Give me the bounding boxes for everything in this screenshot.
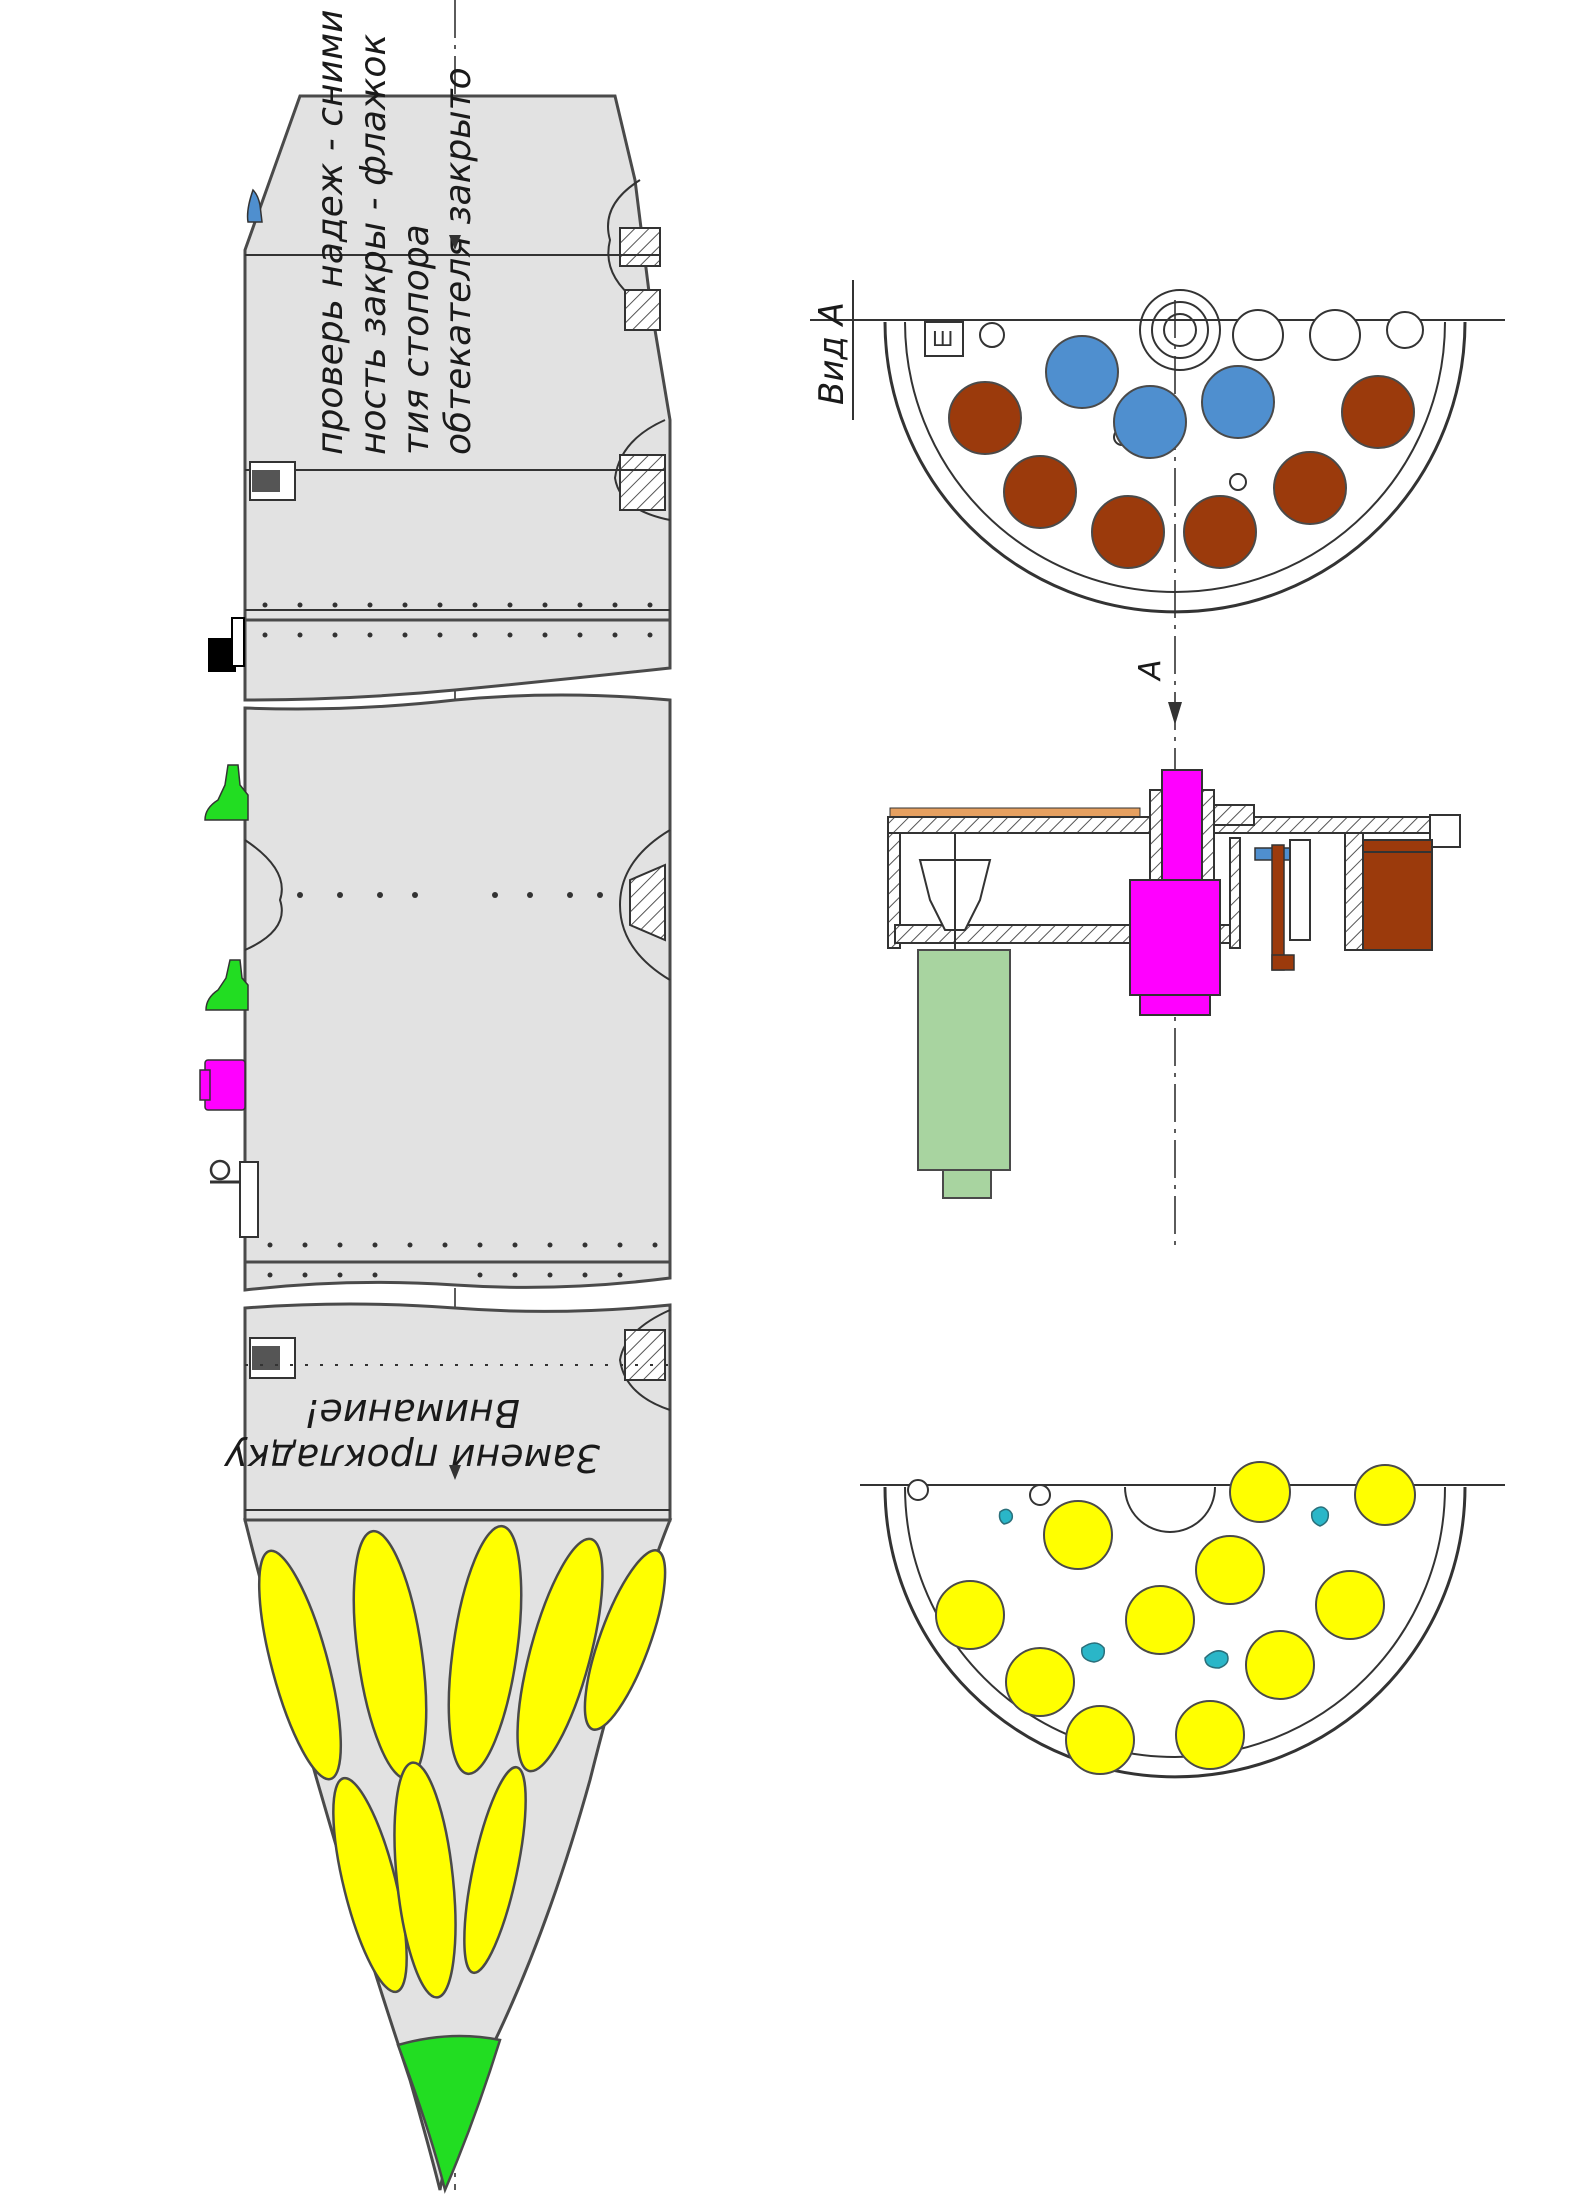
magenta-plunger-rod [1161, 769, 1203, 881]
lifting-eye-icon [209, 1159, 240, 1184]
fitting-middle [629, 863, 666, 942]
view-a-small-dot-2 [1229, 473, 1247, 491]
arrow-a-label: А [1133, 659, 1168, 682]
yellow-view-center-notch [1124, 1486, 1216, 1533]
cutout-lower [618, 1309, 671, 1411]
note-bottom-line-2: Замени прокладку [224, 1436, 600, 1480]
cross-section-assembly [887, 769, 1461, 1199]
arrow-a-head [1168, 702, 1182, 725]
rod-guide [1289, 839, 1311, 941]
yellow-view-cyan-marks [998, 1506, 1330, 1669]
green-connector-icon [204, 764, 249, 821]
view-a-small-mark: Ш [932, 327, 953, 351]
plunger-housing-right [1201, 789, 1215, 881]
yellow-section-view [860, 1461, 1505, 1779]
sage-cylinder-base [942, 1169, 992, 1199]
magenta-plug-collar [199, 1069, 211, 1101]
plunger-housing-left [1149, 789, 1163, 881]
rocket-side-view: проверь надеж - сними ность закры - флаж… [199, 0, 673, 2194]
yellow-charges-upper [257, 1524, 667, 1781]
sage-cylinder [917, 949, 1011, 1171]
plunger-guide-block [1213, 804, 1255, 826]
magenta-plunger-body [1129, 879, 1221, 996]
brown-rod-foot [1271, 954, 1295, 971]
note-top-line-4: обтекателя закрыто [438, 67, 479, 455]
yellow-view-charges [935, 1461, 1416, 1775]
rivet-row-2 [297, 892, 603, 898]
body-band-1 [243, 618, 672, 702]
hatched-fitting-1 [619, 227, 661, 267]
view-a-small-hole [979, 322, 1005, 348]
body-section-middle [243, 693, 672, 1264]
left-wall [887, 832, 901, 949]
black-bracket-icon [208, 617, 245, 672]
blue-knob-icon [246, 188, 263, 223]
view-a-center-fitting [1139, 289, 1221, 371]
bottom-bracket-right [1229, 837, 1241, 949]
brown-block-housing [1344, 832, 1364, 951]
green-connector-icon [205, 959, 249, 1011]
brown-block [1361, 839, 1433, 951]
right-flange [1429, 814, 1461, 848]
rivet-row-3 [267, 1242, 658, 1248]
view-a-open-hole-2 [1309, 309, 1361, 361]
yellow-charges-lower [332, 1761, 527, 1999]
view-a-open-hole-3 [1386, 311, 1424, 349]
body-section-lower [243, 1302, 672, 1522]
note-top-line-2: ность закры - флажок [353, 34, 394, 455]
view-a-brown-tubes [948, 375, 1415, 569]
view-a-section: Вид А Ш А [810, 280, 1505, 1250]
body-band-2 [243, 1260, 672, 1292]
cutout-left-middle [244, 839, 283, 951]
green-nose-tip [396, 2034, 502, 2194]
left-bracket-lower [239, 1161, 259, 1238]
orange-top-plate [889, 807, 1141, 818]
hatched-fitting-2 [624, 289, 661, 331]
view-a-label: Вид А [812, 302, 852, 405]
view-a-small-box [924, 321, 964, 357]
yellow-view-small-hole [907, 1479, 929, 1501]
magenta-plunger-cap [1139, 994, 1211, 1016]
hatched-fitting-3 [619, 454, 666, 511]
brown-rod [1271, 844, 1285, 971]
note-top-line-1: проверь надеж - сними [310, 9, 351, 455]
note-bottom-line-1: Внимание! [304, 1391, 520, 1435]
yellow-view-small-hole-2 [1029, 1484, 1051, 1506]
note-top-line-3: тия стопора [396, 224, 437, 455]
axis-arrow-2 [449, 1465, 461, 1480]
rivet-row-4 [267, 1272, 623, 1278]
yellow-view-outer-arc [883, 1486, 1467, 1779]
view-a-blue-tubes [1045, 335, 1275, 459]
left-slot-lower-inner [252, 1346, 280, 1370]
cutout-top-2 [613, 419, 671, 521]
cutout-middle [618, 829, 671, 981]
view-a-open-hole-1 [1232, 309, 1284, 361]
body-section-top [243, 94, 672, 622]
axis-arrow-1 [449, 235, 461, 250]
magenta-plug-icon [204, 1059, 246, 1111]
rivet-row-1 [262, 602, 653, 638]
left-slot-top-inner [252, 470, 280, 492]
hatched-fitting-4 [624, 1329, 666, 1381]
